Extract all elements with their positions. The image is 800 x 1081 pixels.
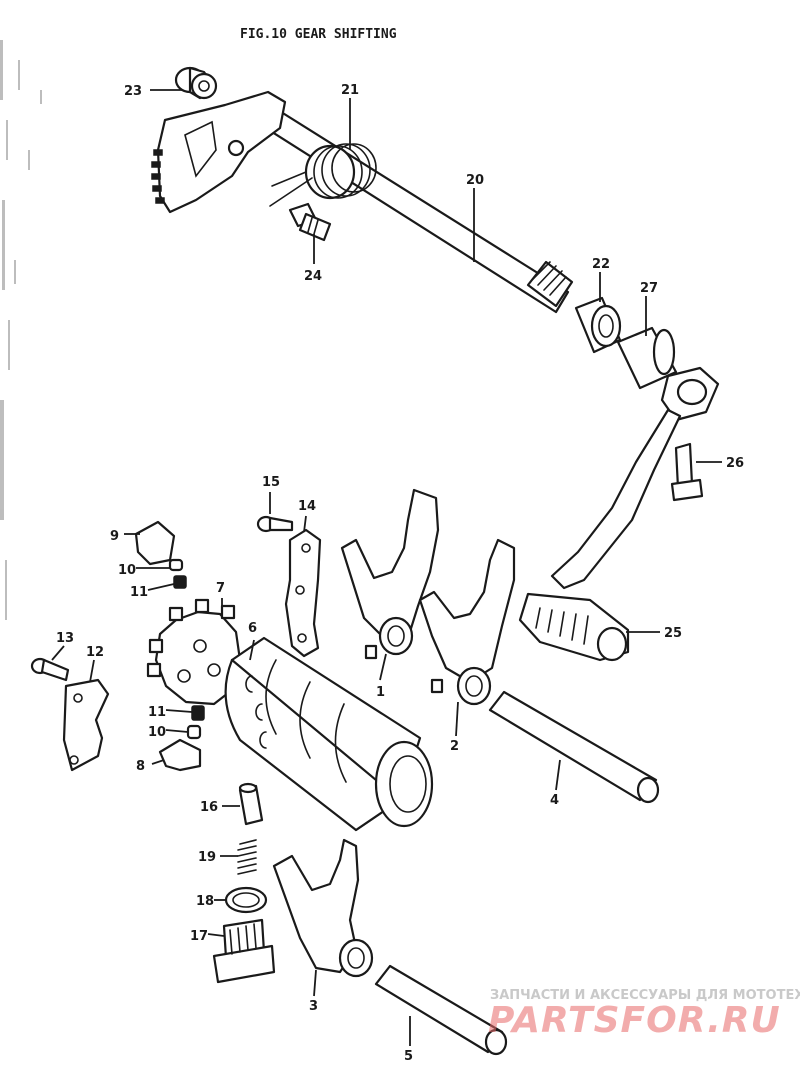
callout-25: 25 bbox=[664, 626, 682, 641]
part-26-lever-bolt bbox=[670, 442, 704, 502]
callout-9: 9 bbox=[110, 529, 119, 544]
callout-27: 27 bbox=[640, 281, 658, 296]
callout-2: 2 bbox=[450, 739, 459, 754]
part-21-return-spring bbox=[269, 143, 377, 207]
part-25-gear-shift-lever bbox=[518, 366, 720, 662]
callout-16: 16 bbox=[200, 800, 218, 815]
callout-20: 20 bbox=[466, 173, 484, 188]
watermark-brand: PARTSFOR.RU bbox=[488, 1000, 781, 1041]
part-11-spring-lower bbox=[191, 705, 205, 721]
part-8-stopper bbox=[158, 738, 202, 772]
callout-14: 14 bbox=[298, 499, 316, 514]
part-23-bush bbox=[174, 66, 218, 100]
part-19-spring bbox=[237, 839, 257, 875]
part-10-pin-lower bbox=[186, 724, 202, 740]
callout-5: 5 bbox=[404, 1049, 413, 1064]
part-12-bracket bbox=[62, 678, 110, 772]
callout-10-upper: 10 bbox=[118, 563, 136, 578]
part-18-o-ring bbox=[224, 886, 268, 914]
part-13-screw bbox=[30, 657, 70, 682]
part-27-spacer bbox=[616, 326, 678, 390]
callout-26: 26 bbox=[726, 456, 744, 471]
part-14-stopper-plate bbox=[284, 528, 322, 658]
callout-18: 18 bbox=[196, 894, 214, 909]
part-3-shift-fork bbox=[272, 838, 374, 978]
part-2-shift-fork bbox=[418, 538, 516, 706]
callout-19: 19 bbox=[198, 850, 216, 865]
callout-6: 6 bbox=[248, 621, 257, 636]
part-16-pin bbox=[238, 782, 264, 826]
callout-11-lower: 11 bbox=[148, 705, 166, 720]
leader-lines bbox=[51, 89, 722, 1046]
watermark-tagline: ЗАПЧАСТИ И АКСЕССУАРЫ ДЛЯ МОТОТЕХНИКИ bbox=[490, 988, 800, 1003]
part-20-shift-shaft bbox=[248, 98, 574, 314]
callout-4: 4 bbox=[550, 793, 559, 808]
part-22-oil-seal bbox=[574, 296, 622, 354]
callout-23: 23 bbox=[124, 84, 142, 99]
callout-10-lower: 10 bbox=[148, 725, 166, 740]
callout-8: 8 bbox=[136, 759, 145, 774]
callout-12: 12 bbox=[86, 645, 104, 660]
part-24-stopper-bolt bbox=[288, 202, 332, 242]
callout-15: 15 bbox=[262, 475, 280, 490]
callout-3: 3 bbox=[309, 999, 318, 1014]
callout-7: 7 bbox=[216, 581, 225, 596]
part-6-gear-shift-cam bbox=[224, 636, 434, 832]
callout-24: 24 bbox=[304, 269, 322, 284]
part-5-fork-shaft bbox=[374, 964, 508, 1056]
part-10-pin-upper bbox=[168, 558, 184, 572]
callout-labels: 1 2 3 4 5 6 7 8 9 10 11 12 13 14 15 16 1… bbox=[56, 83, 744, 1064]
part-17-plug bbox=[212, 918, 276, 984]
callout-21: 21 bbox=[341, 83, 359, 98]
watermark: ЗАПЧАСТИ И АКСЕССУАРЫ ДЛЯ МОТОТЕХНИКИ PA… bbox=[488, 988, 800, 1041]
figure-title: FIG.10 GEAR SHIFTING bbox=[240, 27, 397, 42]
part-4-fork-shaft bbox=[488, 690, 660, 804]
shift-arm-plate bbox=[151, 90, 287, 214]
part-1-shift-fork bbox=[340, 488, 440, 660]
part-7-cam-driven-gear bbox=[146, 598, 242, 706]
callout-1: 1 bbox=[376, 685, 385, 700]
callout-13: 13 bbox=[56, 631, 74, 646]
callout-22: 22 bbox=[592, 257, 610, 272]
part-15-screw bbox=[256, 515, 294, 533]
part-11-spring-upper bbox=[173, 575, 187, 589]
scan-noise bbox=[0, 40, 42, 620]
part-9-stopper bbox=[134, 520, 176, 566]
callout-11-upper: 11 bbox=[130, 585, 148, 600]
callout-17: 17 bbox=[190, 929, 208, 944]
